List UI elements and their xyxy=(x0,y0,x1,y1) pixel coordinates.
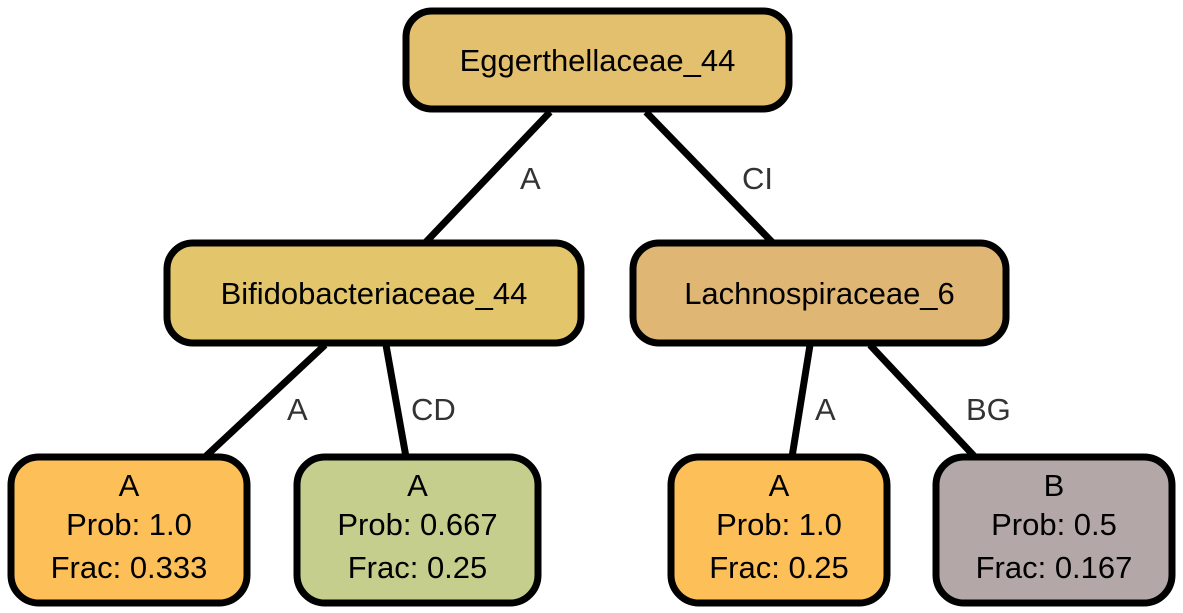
edge-bifidobacteriaceae-to-leaf-2 xyxy=(382,344,410,458)
edge-labels: A CI A CD A BG xyxy=(287,161,1011,427)
leaf-frac-label: Frac: 0.167 xyxy=(976,550,1133,585)
leaf-prob-label: Prob: 1.0 xyxy=(716,507,842,542)
edge-label-leaf-2: CD xyxy=(411,392,456,427)
internal-node-box xyxy=(629,239,1010,347)
edge-label-root-right: CI xyxy=(742,161,773,196)
leaf-node-box xyxy=(293,453,542,607)
edge-lachnospiraceae-to-leaf-4 xyxy=(867,342,978,460)
edge-lachnospiraceae-to-leaf-3 xyxy=(788,344,814,458)
leaf-node-box xyxy=(7,453,251,607)
leaf-class-label: B xyxy=(1044,468,1065,503)
leaf-node-box xyxy=(932,453,1176,607)
leaf-node-4: B Prob: 0.5 Frac: 0.167 xyxy=(932,453,1176,607)
internal-node-label: Lachnospiraceae_6 xyxy=(684,276,955,311)
leaf-frac-label: Frac: 0.25 xyxy=(348,550,488,585)
internal-node-bifidobacteriaceae: Bifidobacteriaceae_44 xyxy=(163,239,585,347)
leaf-frac-label: Frac: 0.25 xyxy=(709,550,849,585)
leaf-class-label: A xyxy=(769,468,790,503)
edge-root-to-lachnospiraceae xyxy=(643,109,776,246)
edge-label-root-left: A xyxy=(520,161,541,196)
internal-node-label: Bifidobacteriaceae_44 xyxy=(221,276,528,311)
internal-node-box xyxy=(163,239,585,347)
leaf-prob-label: Prob: 0.667 xyxy=(337,507,497,542)
internal-node-lachnospiraceae: Lachnospiraceae_6 xyxy=(629,239,1010,347)
root-node: Eggerthellaceae_44 xyxy=(402,7,793,113)
edge-bifidobacteriaceae-to-leaf-1 xyxy=(202,342,328,460)
edge-label-leaf-3: A xyxy=(815,392,836,427)
edge-label-leaf-4: BG xyxy=(966,392,1011,427)
leaf-class-label: A xyxy=(119,468,140,503)
leaf-node-box xyxy=(667,453,891,607)
leaf-class-label: A xyxy=(407,468,428,503)
leaf-prob-label: Prob: 1.0 xyxy=(66,507,192,542)
leaf-node-2: A Prob: 0.667 Frac: 0.25 xyxy=(293,453,542,607)
root-node-box xyxy=(402,7,793,113)
leaf-node-1: A Prob: 1.0 Frac: 0.333 xyxy=(7,453,251,607)
tree-edges xyxy=(202,109,978,460)
leaf-frac-label: Frac: 0.333 xyxy=(51,550,208,585)
root-node-label: Eggerthellaceae_44 xyxy=(460,43,736,78)
leaf-node-3: A Prob: 1.0 Frac: 0.25 xyxy=(667,453,891,607)
edge-label-leaf-1: A xyxy=(287,392,308,427)
edge-root-to-bifidobacteriaceae xyxy=(422,109,553,246)
leaf-prob-label: Prob: 0.5 xyxy=(991,507,1117,542)
